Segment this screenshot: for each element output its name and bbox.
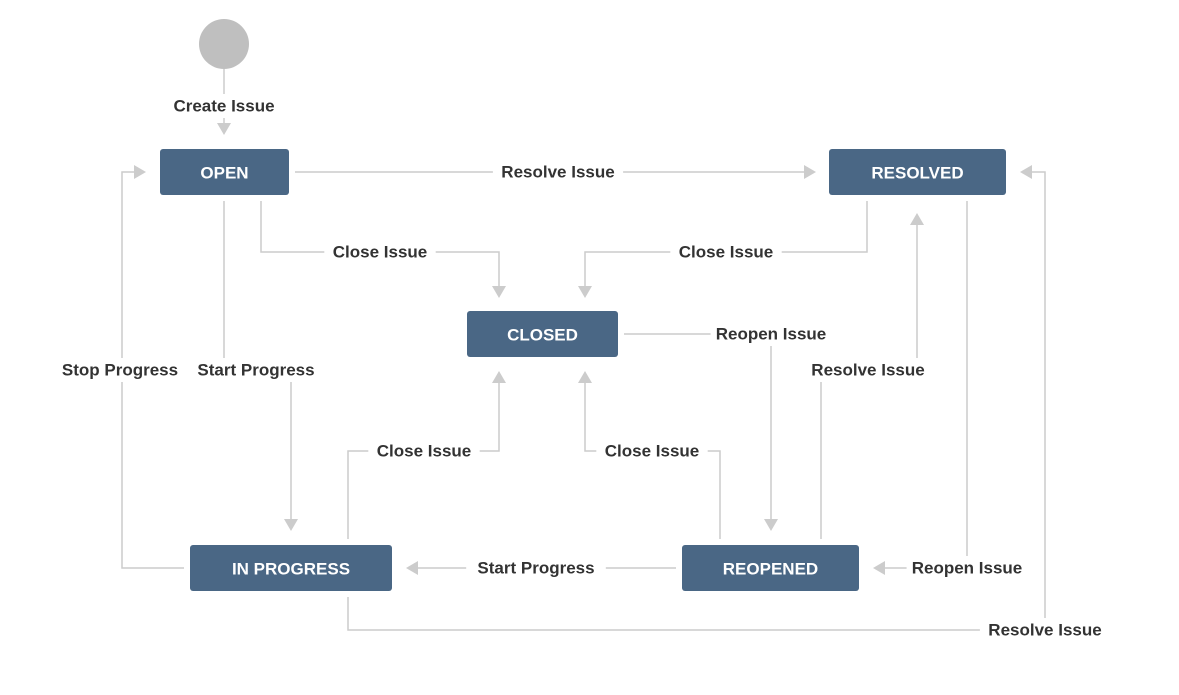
transition-label-bg [710,322,832,346]
transition-label-close-reopened[interactable]: Close Issue [596,439,708,463]
transition-label-close-resolved[interactable]: Close Issue [670,240,782,264]
state-open[interactable]: OPEN [160,149,289,195]
transition-close-inprogress-arrowhead [492,371,506,383]
transition-resolve-reopened-arrowhead [910,213,924,225]
transition-reopen-closed-arrowhead [764,519,778,531]
transition-label-reopen-closed[interactable]: Reopen Issue [710,322,832,346]
transition-label-close-open[interactable]: Close Issue [324,240,436,264]
transition-label-bg [186,358,326,382]
transition-label-bg [466,556,606,580]
transition-label-bg [906,556,1028,580]
transition-label-text: Resolve Issue [988,621,1101,640]
transition-resolve-inprogress-arrowhead [1020,165,1032,179]
transition-resolve-open-arrowhead [804,165,816,179]
state-in-progress[interactable]: IN PROGRESS [190,545,392,591]
state-box [160,149,289,195]
state-label: OPEN [200,164,248,183]
transition-close-resolved-arrowhead [578,286,592,298]
transition-label-text: Reopen Issue [912,559,1023,578]
transition-label-create-issue[interactable]: Create Issue [163,94,285,118]
transition-start-progress-reopened-arrowhead [406,561,418,575]
transition-label-bg [163,94,285,118]
transition-line-reopen-closed [624,333,772,521]
transition-label-stop-progress[interactable]: Stop Progress [54,358,186,382]
transition-label-resolve-open[interactable]: Resolve Issue [492,160,624,184]
transition-label-bg [492,160,624,184]
transition-label-text: Create Issue [173,97,274,116]
transition-label-bg [54,358,186,382]
transition-create-issue-arrowhead [217,123,231,135]
transition-label-text: Reopen Issue [716,325,827,344]
state-nodes: OPEN RESOLVED CLOSED IN PROGRESS REOPENED [160,19,1006,591]
transition-label-text: Close Issue [333,243,428,262]
state-reopened[interactable]: REOPENED [682,545,859,591]
state-label: IN PROGRESS [232,560,350,579]
transition-label-text: Resolve Issue [811,361,924,380]
state-label: RESOLVED [871,164,963,183]
transition-label-text: Close Issue [605,442,700,461]
transition-label-close-inprogress[interactable]: Close Issue [368,439,480,463]
transition-label-resolve-inprogress[interactable]: Resolve Issue [979,618,1111,642]
state-closed[interactable]: CLOSED [467,311,618,357]
transition-label-text: Close Issue [679,243,774,262]
state-box [467,311,618,357]
transition-label-resolve-reopened[interactable]: Resolve Issue [802,358,934,382]
transition-close-reopened-arrowhead [578,371,592,383]
transition-label-bg [670,240,782,264]
transition-label-bg [802,358,934,382]
state-box [682,545,859,591]
state-label: CLOSED [507,326,578,345]
transition-label-bg [368,439,480,463]
transition-label-text: Close Issue [377,442,472,461]
transition-start-progress-open-arrowhead [284,519,298,531]
state-box [190,545,392,591]
transition-line-reopen-resolved [883,201,968,569]
transition-label-text: Start Progress [477,559,594,578]
state-box [829,149,1006,195]
transition-stop-progress-arrowhead [134,165,146,179]
transition-reopen-resolved-arrowhead [873,561,885,575]
start-node [199,19,249,69]
transition-label-bg [596,439,708,463]
transition-label-text: Resolve Issue [501,163,614,182]
transition-close-open-arrowhead [492,286,506,298]
transition-label-text: Stop Progress [62,361,178,380]
transition-label-start-progress-open[interactable]: Start Progress [186,358,326,382]
transition-label-bg [979,618,1111,642]
transition-label-start-progress-reopened[interactable]: Start Progress [466,556,606,580]
transition-label-reopen-resolved[interactable]: Reopen Issue [906,556,1028,580]
transition-label-text: Start Progress [197,361,314,380]
transition-label-bg [324,240,436,264]
state-resolved[interactable]: RESOLVED [829,149,1006,195]
state-label: REOPENED [723,560,818,579]
